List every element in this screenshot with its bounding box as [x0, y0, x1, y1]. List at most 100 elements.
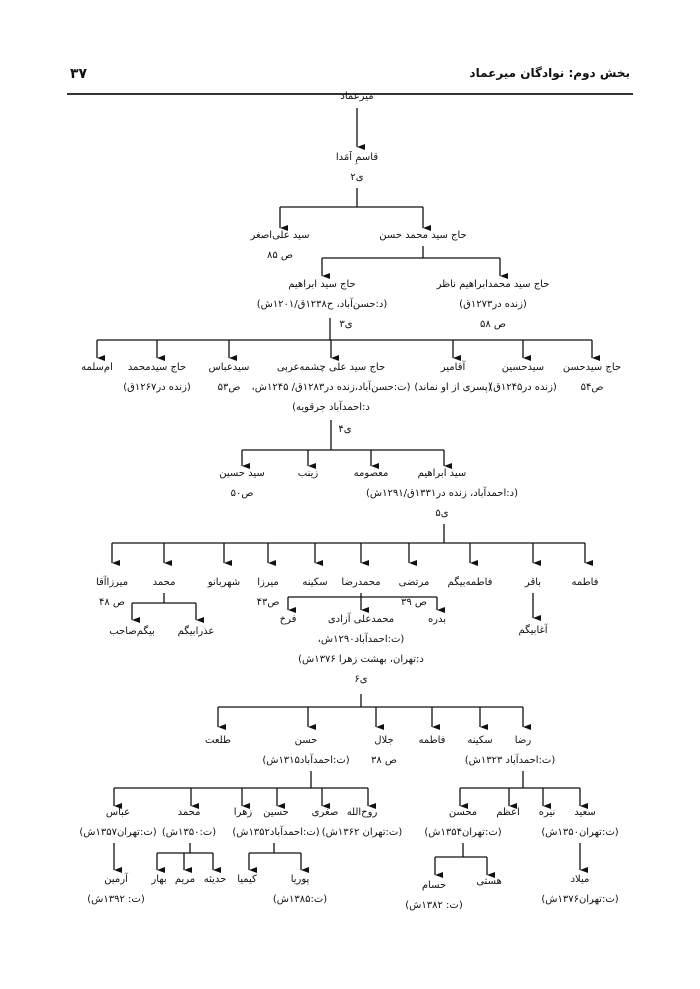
node-name: آغابیگم	[518, 625, 548, 636]
node-info: (زنده در۱۲۷۳ق)	[459, 299, 527, 310]
node-nayyere: نیره	[539, 803, 556, 823]
node-bahar: بهار	[151, 870, 166, 890]
node-name: بیگم‌صاحب	[109, 626, 155, 637]
node-name: روح‌الله	[346, 807, 378, 818]
node-badre: بدره	[428, 610, 446, 630]
node-fateme-beygom: فاطمه‌بیگم	[448, 573, 493, 593]
node-omsalame: ام‌سلمه	[81, 358, 113, 378]
node-azam: اعظم	[496, 803, 520, 823]
node-nazer: حاج سید محمدابراهیم ناظر (زنده در۱۲۷۳ق) ص …	[437, 275, 550, 335]
node-cheshme-arabi: حاج سید علی چشمه‌عربی(ت:حسن‌آباد،زنده در…	[252, 358, 411, 418]
node-name: سید حسین	[219, 468, 265, 479]
node-mirza: میرزا ص۴۳	[257, 573, 280, 613]
node-armin: آرمین(ت: ۱۳۹۲ش)	[87, 870, 144, 910]
node-info: (ت:احمدآباد۱۳۵۲ش)	[232, 827, 320, 838]
node-name: طلعت	[205, 735, 231, 746]
node-maryam: مریم	[175, 870, 195, 890]
node-name: حاج سید محمدابراهیم ناظر	[436, 279, 550, 290]
page-ref: ص ۳۹	[400, 597, 428, 608]
page-ref: ص ۵۸	[479, 319, 507, 330]
node-pouria: پوریا (ت:۱۳۸۵ش)	[273, 870, 327, 910]
node-info: (زنده در۱۲۴۵ق)	[489, 382, 557, 393]
node-name: میرزاآقا	[95, 577, 129, 588]
node-zahra: زهرا	[234, 803, 252, 823]
node-name: فاطمه	[571, 577, 599, 588]
page-ref: ص ۸۵	[266, 250, 294, 261]
node-name: محمد	[177, 807, 201, 818]
node-mohammad-reza: محمدرضا	[341, 573, 380, 593]
node-ebrahim: حاج سید ابراهیم(د:حسن‌آباد، ح۱۲۳۸ق/۱۲۰۱ش…	[257, 275, 388, 315]
node-hasti: هستی	[476, 872, 502, 892]
node-name: محمدرضا	[341, 577, 381, 588]
node-info: (ت:تهران۱۳۵۷ش)	[79, 827, 157, 838]
generation-label: ی۴	[338, 424, 352, 435]
node-name: حاج سید ابراهیم	[288, 279, 356, 290]
node-name: نیره	[538, 807, 556, 818]
generation-label: ی۵	[435, 508, 449, 519]
generation-label: ی۶	[354, 674, 368, 685]
node-jalal: جلال ص ۳۸	[371, 731, 397, 771]
node-name: رضا	[514, 735, 532, 746]
node-aghabeygom: آغابیگم	[518, 621, 547, 641]
node-fateme-2: فاطمه	[419, 731, 446, 751]
node-saeed: سعید(ت:تهران۱۳۵۰ش)	[541, 803, 618, 843]
node-mohammad: محمد	[153, 573, 176, 593]
node-name: محسن	[448, 807, 478, 818]
node-zeinab: زینب	[298, 464, 318, 484]
node-name: فرخ	[279, 614, 297, 625]
node-info: (ت:۱۳۸۵ش)	[272, 894, 328, 905]
node-info: د:تهران، بهشت زهرا ۱۳۷۶ش)	[298, 654, 424, 665]
page-ref: ص۴۳	[256, 597, 280, 608]
section-title: بخش دوم: نوادگان میرعماد	[469, 66, 630, 80]
node-talat: طلعت	[205, 731, 231, 751]
node-mohammadali-azadi: محمدعلی آزادی(ت:احمدآباد۱۲۹۰ش،د:تهران، ب…	[298, 610, 424, 690]
node-name: حسین	[263, 807, 289, 818]
node-mohammad-2: محمد (ت:۱۳۵۰ش)	[162, 803, 216, 843]
page-number: ۳۷	[70, 66, 88, 82]
node-info: (ت:۱۳۵۰ش)	[161, 827, 217, 838]
node-hasan: حسن(ت:احمدآباد۱۳۱۵ش)	[262, 731, 349, 771]
generation-label: ی۳	[339, 319, 353, 330]
node-name: میلاد	[570, 874, 590, 885]
node-seyed-ebrahim: سید ابراهیم(د:احمدآباد، زنده در۱۳۳۱ق/۱۲۹…	[366, 464, 518, 524]
node-soghra: صغری	[312, 803, 339, 823]
node-name: حاج سید محمد حسن	[379, 230, 467, 241]
node-name: پوریا	[290, 874, 310, 885]
node-info: (زنده در۱۲۶۷ق)	[123, 382, 191, 393]
node-name: حسام	[421, 880, 447, 891]
node-name: صغری	[311, 807, 339, 818]
node-sakine-2: سکینه	[467, 731, 492, 751]
node-name: حاج سید علی چشمه‌عربی	[276, 362, 386, 373]
node-mir-emad: میرعماد	[340, 87, 373, 107]
node-name: حسن	[294, 735, 318, 746]
node-aghamir: آقامیر(پسری از او نماند)	[414, 358, 491, 398]
node-milad: میلاد(ت:تهران۱۳۷۶ش)	[541, 870, 618, 910]
node-info: (ت: ۱۳۹۲ش)	[87, 894, 145, 905]
node-name: بدره	[427, 614, 447, 625]
node-bagher: باقر	[525, 573, 541, 593]
node-name: میرزا	[257, 577, 279, 588]
node-name: آقامیر	[440, 362, 466, 373]
node-seyed-mohammad: حاج سیدمحمد (زنده در۱۲۶۷ق)	[123, 358, 191, 398]
node-rouhollah: روح‌الله(ت:تهران ۱۳۶۲ش)	[322, 803, 403, 843]
node-info: (ت:تهران۱۳۵۴ش)	[424, 827, 502, 838]
node-name: جلال	[374, 735, 394, 746]
node-name: محمد	[152, 577, 176, 588]
node-masoume: معصومه	[354, 464, 389, 484]
generation-3-label: ی۳	[339, 315, 352, 335]
node-name: حاج سیدمحمد	[127, 362, 187, 373]
node-name: فاطمه‌بیگم	[447, 577, 493, 588]
page-ref: ص ۳۸	[370, 755, 398, 766]
node-reza: رضا(ت:احمدآباد ۱۳۲۳ش)	[465, 731, 556, 771]
node-name: باقر	[524, 577, 542, 588]
node-hadise: حدیثه	[204, 870, 227, 890]
node-info: (ت:تهران۱۳۵۰ش)	[541, 827, 619, 838]
node-name: فاطمه	[418, 735, 446, 746]
node-name: سکینه	[467, 735, 493, 746]
